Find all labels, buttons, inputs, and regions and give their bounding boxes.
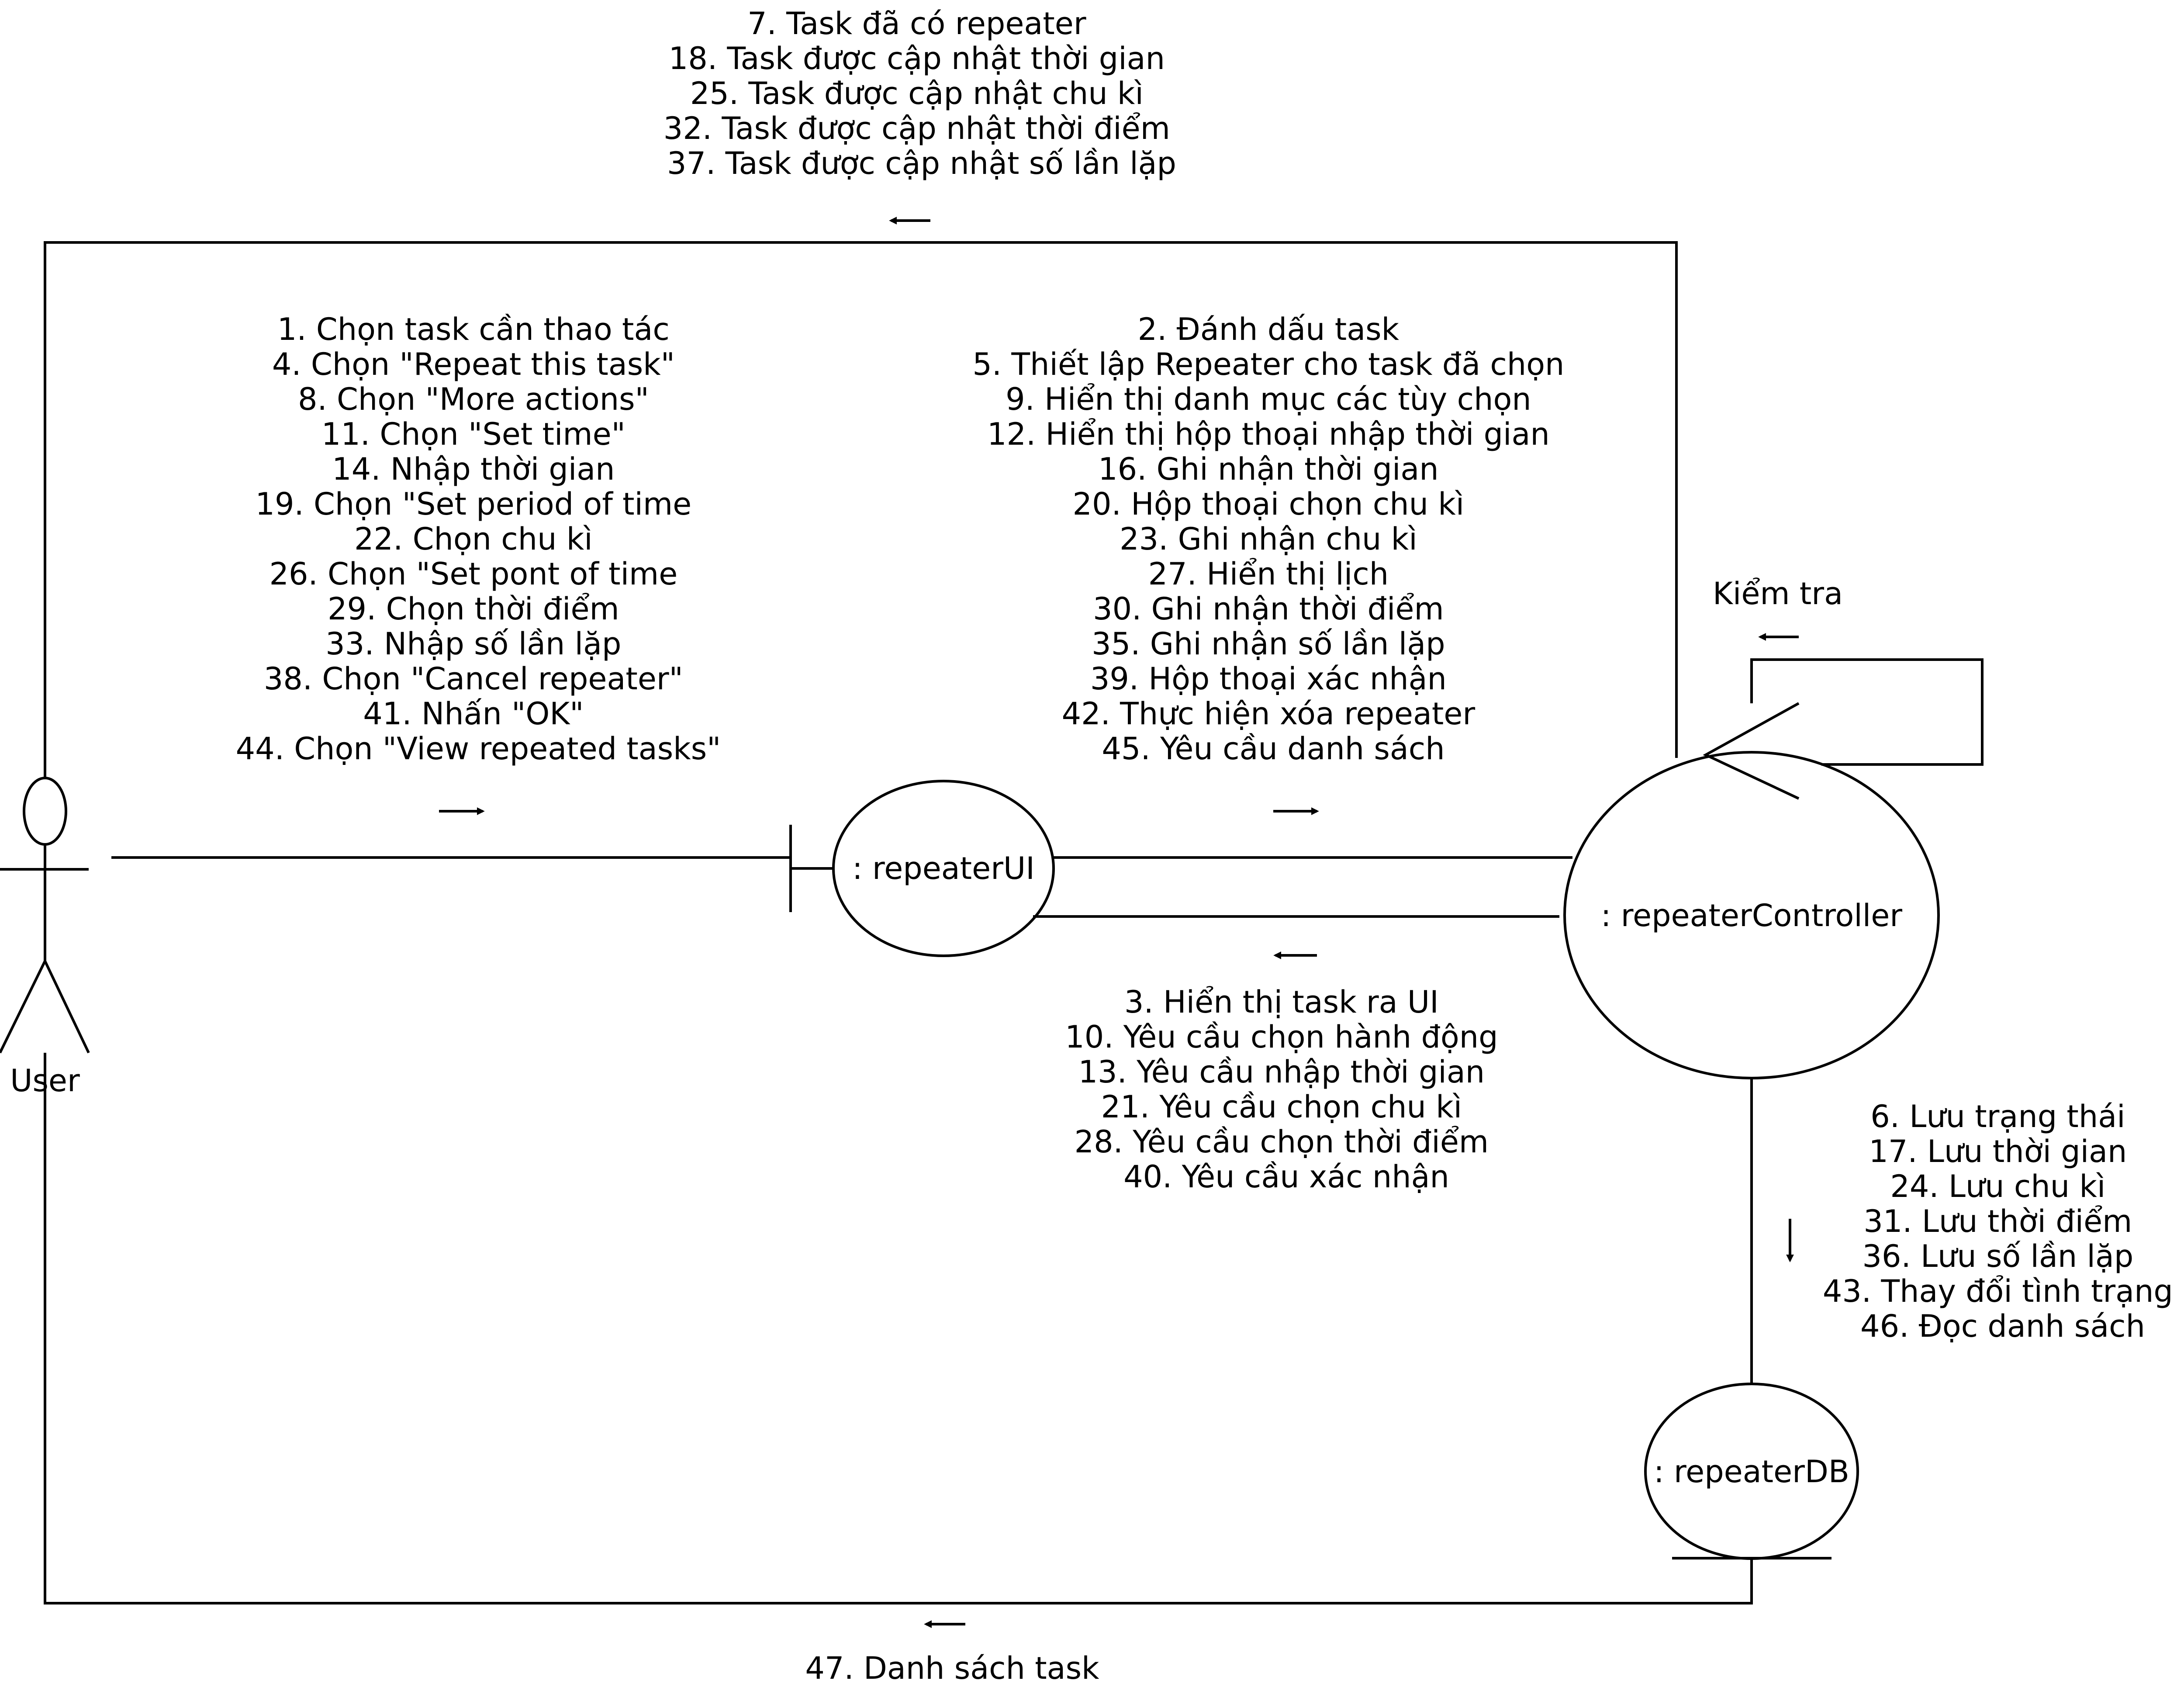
message-ui-line: 23. Ghi nhận chu kì	[1120, 521, 1417, 557]
message-self-check: Kiểm tra	[1713, 576, 1843, 612]
message-db-line: 36. Lưu số lần lặp	[1862, 1238, 2133, 1274]
messages-user-to-ui: 1. Chọn task cần thao tác 4. Chọn "Repea…	[236, 311, 721, 767]
message-controller-line: 13. Yêu cầu nhập thời gian	[1078, 1054, 1485, 1090]
messages-top: 7. Task đã có repeater 18. Task được cập…	[663, 6, 1180, 181]
message-user-line: 1. Chọn task cần thao tác	[277, 311, 670, 347]
message-ui-line: 39. Hộp thoại xác nhận	[1090, 661, 1447, 697]
message-controller-line: 28. Yêu cầu chọn thời điểm	[1075, 1124, 1489, 1160]
message-db-line: 31. Lưu thời điểm	[1863, 1203, 2132, 1239]
message-db-line: 17. Lưu thời gian	[1869, 1134, 2127, 1169]
messages-ui-to-controller: 2. Đánh dấu task 5. Thiết lập Repeater c…	[972, 311, 1574, 767]
message-ui-line: 27. Hiển thị lịch	[1148, 556, 1389, 592]
message-db-line: 43. Thay đổi tình trạng	[1823, 1273, 2173, 1309]
message-controller-line: 10. Yêu cầu chọn hành động	[1065, 1019, 1498, 1055]
message-ui-line: 12. Hiển thị hộp thoại nhập thời gian	[987, 416, 1550, 452]
repeater-controller-object	[1563, 702, 1940, 1079]
message-user-line: 4. Chọn "Repeat this task"	[272, 346, 675, 382]
message-controller-line: 3. Hiển thị task ra UI	[1124, 984, 1439, 1020]
messages-controller-to-ui: 3. Hiển thị task ra UI 10. Yêu cầu chọn …	[1065, 984, 1508, 1195]
message-user-line: 29. Chọn thời điểm	[328, 591, 619, 627]
message-user-line: 33. Nhập số lần lặp	[325, 626, 621, 662]
message-user-line: 11. Chọn "Set time"	[321, 416, 625, 452]
message-user-line: 26. Chọn "Set pont of time	[269, 556, 677, 592]
link-user-controller	[44, 241, 1678, 777]
repeater-ui-object	[789, 780, 1055, 957]
message-user-line: 19. Chọn "Set period of time	[255, 486, 691, 522]
message-db-line: 6. Lưu trạng thái	[1870, 1099, 2125, 1134]
message-user-line: 14. Nhập thời gian	[332, 451, 615, 487]
repeater-ui-label: : repeaterUI	[852, 851, 1035, 886]
message-ui-line: 42. Thực hiện xóa repeater	[1062, 696, 1476, 732]
message-top-line: 7. Task đã có repeater	[747, 6, 1086, 41]
message-ui-line: 45. Yêu cầu danh sách	[1102, 731, 1444, 767]
message-top-line: 18. Task được cập nhật thời gian	[669, 41, 1165, 76]
message-ui-line: 16. Ghi nhận thời gian	[1098, 451, 1439, 487]
actor-user	[0, 777, 90, 1054]
repeater-controller-label: : repeaterController	[1601, 898, 1902, 934]
message-user-line: 22. Chọn chu kì	[354, 521, 593, 557]
repeater-db-label: : repeaterDB	[1654, 1454, 1849, 1490]
message-db-to-user: 47. Danh sách task	[805, 1650, 1099, 1684]
message-user-line: 8. Chọn "More actions"	[298, 381, 649, 417]
message-ui-line: 9. Hiển thị danh mục các tùy chọn	[1006, 381, 1531, 417]
message-user-line: 38. Chọn "Cancel repeater"	[264, 661, 683, 697]
message-db-line: 24. Lưu chu kì	[1890, 1169, 2105, 1204]
message-ui-line: 2. Đánh dấu task	[1138, 311, 1400, 347]
repeater-db-object	[1644, 1383, 1859, 1560]
message-ui-line: 20. Hộp thoại chọn chu kì	[1073, 486, 1465, 522]
message-db-line: 46. Đọc danh sách	[1860, 1308, 2145, 1344]
message-top-line: 32. Task được cập nhật thời điểm	[663, 111, 1170, 146]
message-controller-line: 21. Yêu cầu chọn chu kì	[1101, 1089, 1462, 1125]
message-top-line: 37. Task được cập nhật số lần lặp	[667, 145, 1176, 181]
message-ui-line: 30. Ghi nhận thời điểm	[1093, 591, 1444, 627]
link-db-user	[44, 1053, 1753, 1604]
link-controller-self	[1750, 658, 1984, 766]
message-user-line: 41. Nhấn "OK"	[363, 696, 584, 732]
message-controller-line: 40. Yêu cầu xác nhận	[1123, 1159, 1449, 1195]
message-ui-line: 5. Thiết lập Repeater cho task đã chọn	[972, 346, 1564, 382]
message-user-line: 44. Chọn "View repeated tasks"	[236, 731, 721, 767]
messages-controller-to-db: 6. Lưu trạng thái 17. Lưu thời gian 24. …	[1823, 1099, 2183, 1344]
message-top-line: 25. Task được cập nhật chu kì	[690, 76, 1144, 111]
message-ui-line: 35. Ghi nhận số lần lặp	[1092, 626, 1445, 662]
